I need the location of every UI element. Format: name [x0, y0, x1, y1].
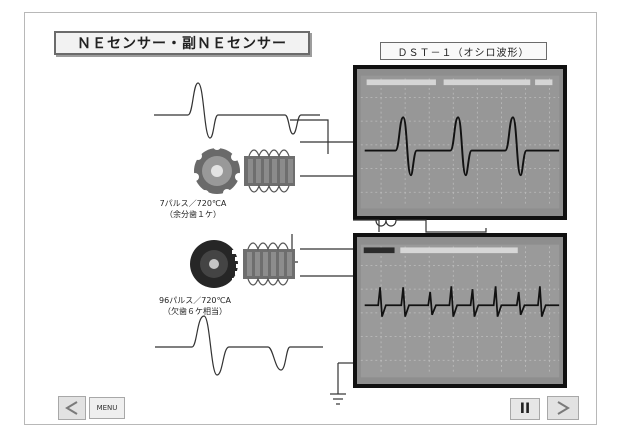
top-sensor-caption-line-2: （余分歯１ケ）	[132, 209, 254, 220]
menu-button-label: MENU	[97, 404, 118, 412]
top-oscilloscope	[353, 65, 567, 220]
pause-icon: II	[520, 401, 530, 417]
bottom-oscilloscope	[353, 233, 567, 388]
bottom-sensor-caption-line-2: （欠歯６ケ相当）	[132, 306, 258, 317]
top-oscilloscope-waveform	[357, 69, 563, 216]
top-sensor-caption-line-1: 7パルス／720℃A	[132, 198, 254, 209]
top-sensor-caption: 7パルス／720℃A （余分歯１ケ）	[132, 198, 254, 220]
next-button[interactable]	[547, 396, 579, 420]
chevron-right-icon	[554, 400, 572, 416]
page-title: ＮＥセンサー・副ＮＥセンサー	[54, 31, 310, 55]
chevron-left-icon	[63, 400, 81, 416]
menu-button[interactable]: MENU	[89, 397, 125, 419]
pause-button[interactable]: II	[510, 398, 540, 420]
scope-label: ＤＳＴ－１（オシロ波形）	[380, 42, 547, 60]
bottom-sensor-caption: 96パルス／720℃A （欠歯６ケ相当）	[132, 295, 258, 317]
previous-button[interactable]	[58, 396, 86, 420]
bottom-oscilloscope-waveform	[357, 237, 563, 384]
bottom-sensor-caption-line-1: 96パルス／720℃A	[132, 295, 258, 306]
